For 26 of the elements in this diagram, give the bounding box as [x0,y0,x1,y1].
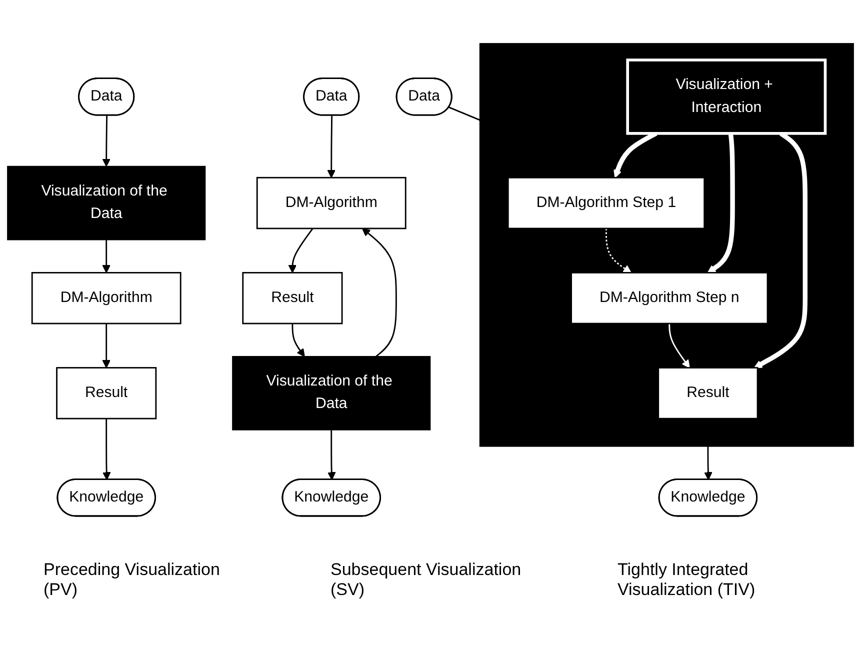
arrow [102,116,110,167]
arrow [292,324,305,358]
column-caption: Subsequent Visualization (SV) [330,560,522,600]
arrow [327,430,336,480]
node-box: Visualization + Interaction [626,58,827,136]
node-box: DM-Algorithm [31,272,182,324]
node-box: DM-Algorithm Step n [570,272,768,324]
arrow [707,133,735,274]
arrow [606,228,632,274]
node-box: Result [658,367,758,420]
node-box: Visualization of the Data [7,166,206,240]
node-box: Result [56,367,157,420]
arrow [362,228,397,358]
arrow [327,116,336,178]
node-box: Result [242,272,343,324]
arrow [102,418,111,480]
arrow [288,228,314,274]
cluster [479,43,854,448]
arrow [102,240,110,274]
node-box: Visualization of the Data [232,356,431,431]
node-box: DM-Algorithm Step 1 [507,177,706,230]
node-box: DM-Algorithm [256,177,406,230]
arrow [102,324,110,368]
column-caption: Tightly Integrated Visualization (TIV) [618,560,756,600]
arrow [668,324,690,368]
column-caption: Preceding Visualization (PV) [44,560,221,600]
